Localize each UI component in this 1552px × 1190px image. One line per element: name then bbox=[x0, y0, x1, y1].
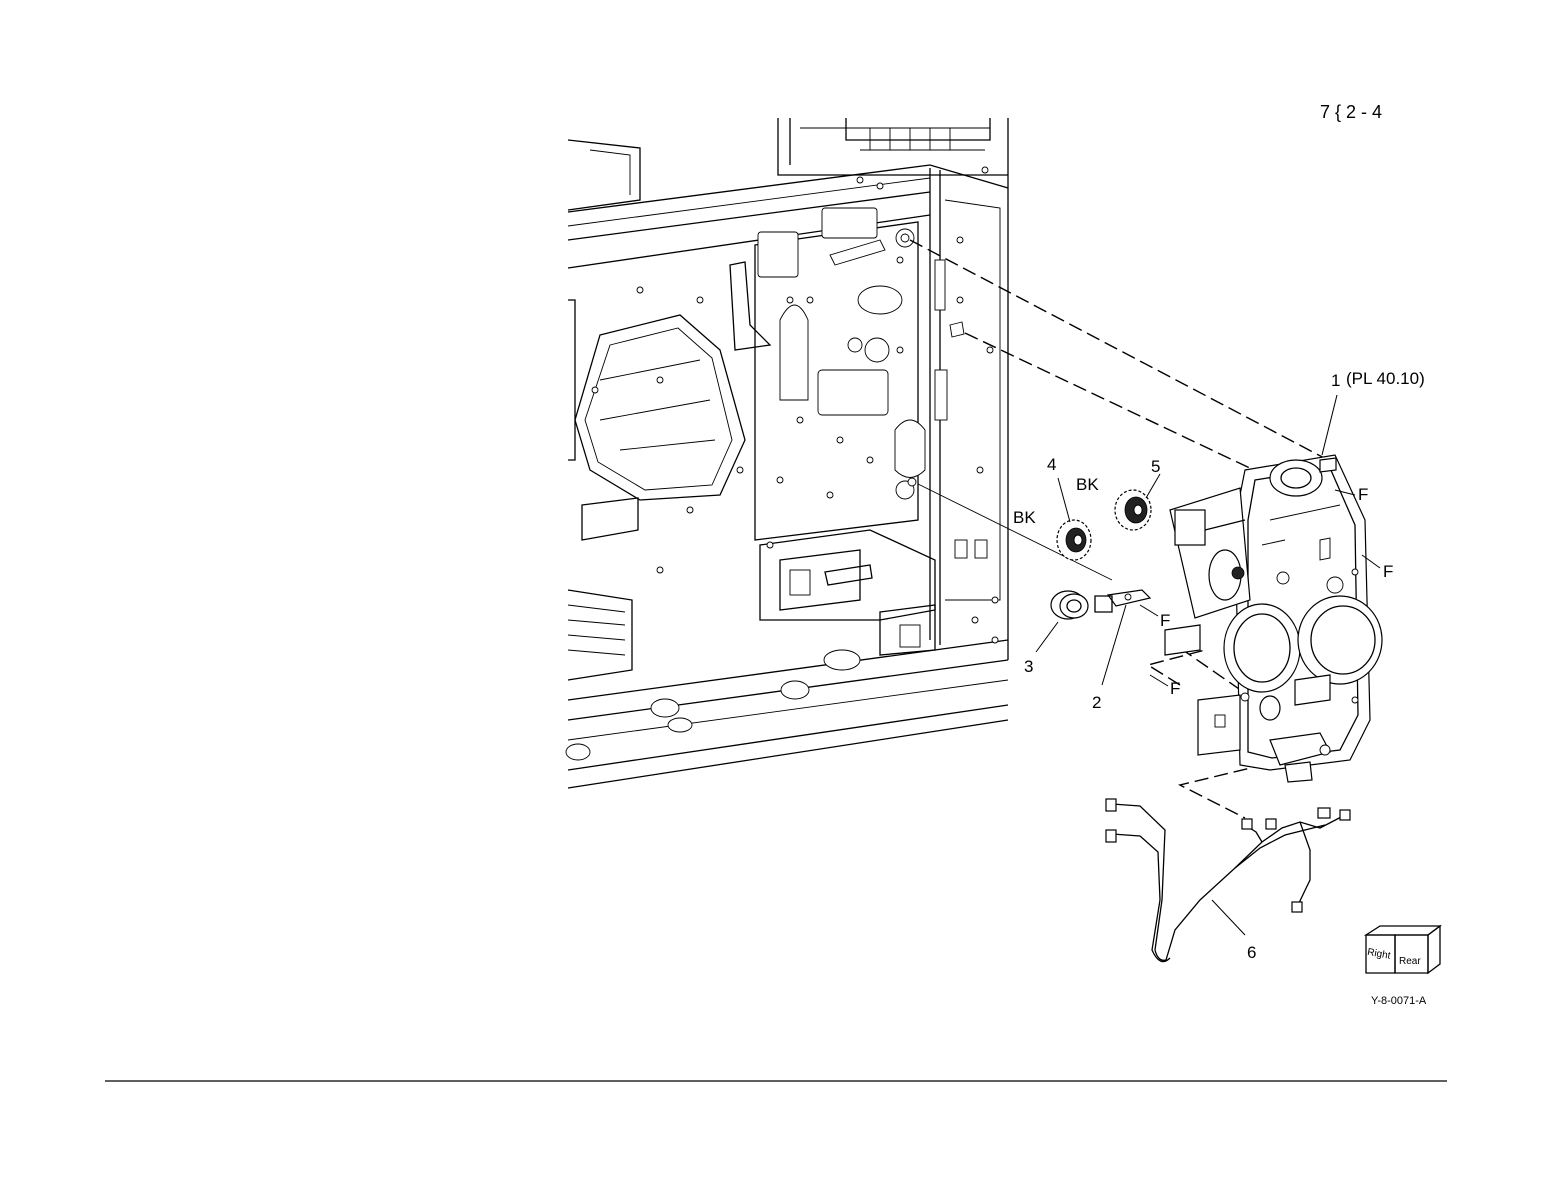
page-reference: 7 { 2 - 4 bbox=[1320, 102, 1382, 122]
collar-part-3 bbox=[1051, 591, 1088, 619]
cube-face-rear: Rear bbox=[1399, 956, 1421, 967]
callout-1-reference: (PL 40.10) bbox=[1346, 369, 1425, 388]
figure-id: Y-8-0071-A bbox=[1371, 995, 1427, 1007]
f-marker-2: F bbox=[1383, 562, 1393, 581]
machine-frame bbox=[566, 118, 1008, 788]
orientation-cube: Right Rear bbox=[1366, 926, 1440, 973]
cube-face-right: Right bbox=[1366, 947, 1391, 962]
bk-marker-gear-4: BK bbox=[1013, 508, 1036, 527]
f-marker-3: F bbox=[1160, 611, 1170, 630]
gear-part-4 bbox=[1057, 520, 1091, 560]
f-marker-1: F bbox=[1358, 485, 1368, 504]
gear-part-5 bbox=[1115, 490, 1151, 530]
callout-2: 2 bbox=[1092, 693, 1101, 712]
drive-assembly-part-1 bbox=[1165, 455, 1382, 782]
callout-6: 6 bbox=[1247, 943, 1256, 962]
callout-3: 3 bbox=[1024, 657, 1033, 676]
callout-1: 1 bbox=[1331, 371, 1340, 390]
callout-4: 4 bbox=[1047, 455, 1056, 474]
f-marker-4: F bbox=[1170, 679, 1180, 698]
shaft-part-2 bbox=[1095, 590, 1150, 612]
bk-marker-gear-5: BK bbox=[1076, 475, 1099, 494]
wire-harness-part-6 bbox=[1106, 799, 1350, 962]
callout-5: 5 bbox=[1151, 457, 1160, 476]
